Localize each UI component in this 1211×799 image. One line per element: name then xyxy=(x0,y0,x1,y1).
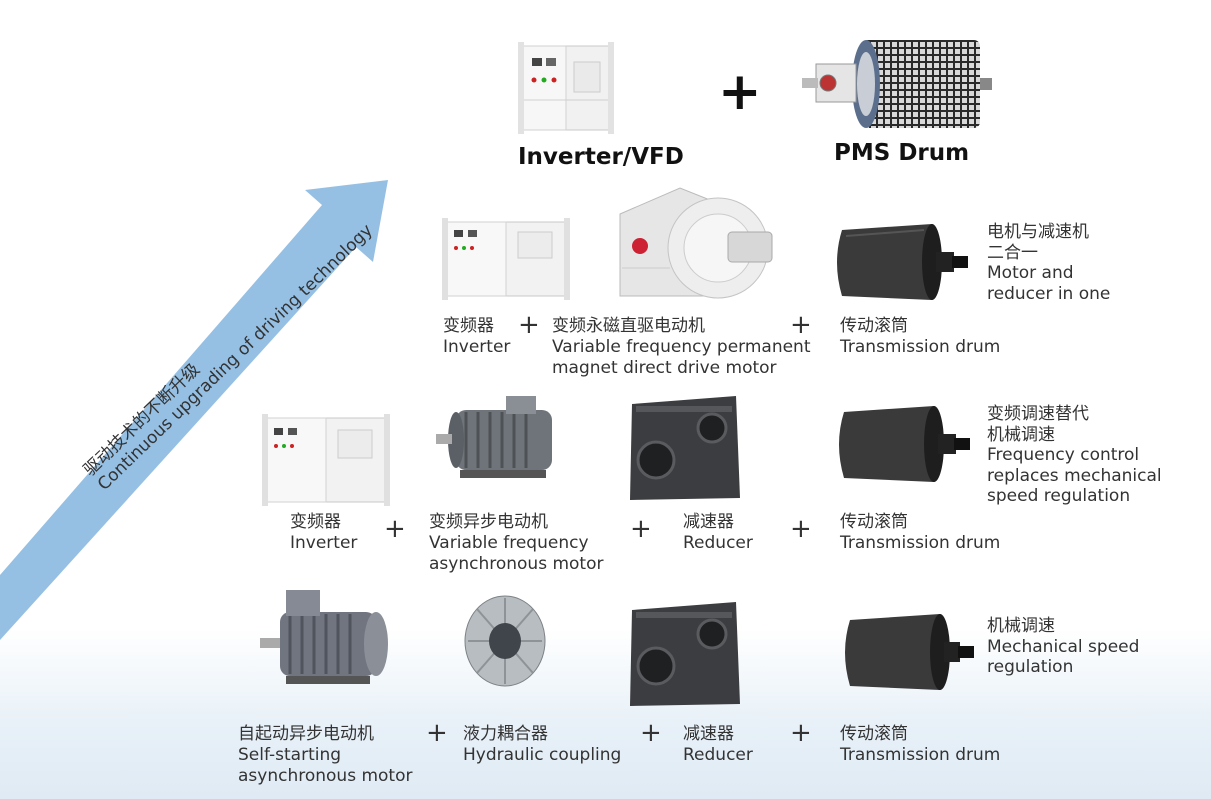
row2-note-line5: speed regulation xyxy=(987,486,1131,506)
pms-drum-caption: PMS Drum xyxy=(834,140,970,166)
row2-inverter-image xyxy=(262,414,390,506)
row1-item2-zh: 变频永磁直驱电动机 xyxy=(552,316,705,336)
row1-item2-label: 变频永磁直驱电动机 Variable frequency permanent m… xyxy=(552,316,811,379)
row3-item2-en: Hydraulic coupling xyxy=(463,745,622,765)
row2-reducer-image xyxy=(630,396,740,500)
row1-inverter-image xyxy=(442,218,570,300)
row3-note-line2: Mechanical speed xyxy=(987,636,1140,657)
row1-note-line4: reducer in one xyxy=(987,283,1111,304)
row3-item4-zh: 传动滚筒 xyxy=(840,724,908,744)
row1-plus-icon-1: + xyxy=(518,310,540,340)
row1-item2-en-line2: magnet direct drive motor xyxy=(552,358,777,378)
hydraulic-coupling-image xyxy=(464,595,546,687)
row2-note-line4: replaces mechanical xyxy=(987,465,1162,486)
row2-item2-label: 变频异步电动机 Variable frequency asynchronous … xyxy=(429,512,603,575)
row1-note: 电机与减速机 二合一 Motor and reducer in one xyxy=(987,222,1110,304)
row2-item1-en: Inverter xyxy=(290,533,358,553)
row3-plus-icon-1: + xyxy=(426,718,448,748)
row2-note-line1: 变频调速替代 xyxy=(987,404,1089,424)
top-plus-icon: + xyxy=(718,62,762,122)
row1-note-line2: 二合一 xyxy=(987,242,1038,263)
upgrade-arrow xyxy=(0,180,388,640)
row1-item3-label: 传动滚筒 Transmission drum xyxy=(840,316,1000,358)
row1-note-line1: 电机与减速机 xyxy=(987,222,1089,242)
row3-item3-label: 减速器 Reducer xyxy=(683,724,753,766)
row3-item1-en-line1: Self-starting xyxy=(238,745,342,765)
row3-note: 机械调速 Mechanical speed regulation xyxy=(987,616,1139,678)
row3-item3-en: Reducer xyxy=(683,745,753,765)
row2-item4-en: Transmission drum xyxy=(840,533,1001,553)
row3-plus-icon-3: + xyxy=(790,718,812,748)
row1-note-line3: Motor and xyxy=(987,263,1074,283)
row2-item4-label: 传动滚筒 Transmission drum xyxy=(840,512,1000,554)
pms-drum-image xyxy=(802,40,992,128)
row2-plus-icon-3: + xyxy=(790,514,812,544)
row2-transmission-drum-image xyxy=(839,406,970,482)
row1-item1-zh: 变频器 xyxy=(443,316,494,336)
row2-item4-zh: 传动滚筒 xyxy=(840,512,908,532)
row3-plus-icon-2: + xyxy=(640,718,662,748)
background-fade xyxy=(0,629,1211,799)
row1-item1-label: 变频器 Inverter xyxy=(443,316,510,358)
row2-item2-en-line2: asynchronous motor xyxy=(429,554,604,574)
row3-item2-zh: 液力耦合器 xyxy=(463,724,548,744)
row2-note: 变频调速替代 机械调速 Frequency control replaces m… xyxy=(987,404,1162,507)
row1-plus-icon-2: + xyxy=(790,310,812,340)
row3-item1-en-line2: asynchronous motor xyxy=(238,766,413,786)
row1-item2-en-line1: Variable frequency permanent xyxy=(552,337,811,357)
row2-item1-zh: 变频器 xyxy=(290,512,341,532)
row2-item2-en-line1: Variable frequency xyxy=(429,533,589,553)
inverter-vfd-caption: Inverter/VFD xyxy=(518,144,684,170)
row3-item1-zh: 自起动异步电动机 xyxy=(238,724,374,744)
row3-note-line1: 机械调速 xyxy=(987,616,1055,636)
row3-item4-en: Transmission drum xyxy=(840,745,1001,765)
row3-transmission-drum-image xyxy=(845,614,974,690)
row3-item1-label: 自起动异步电动机 Self-starting asynchronous moto… xyxy=(238,724,412,787)
row3-reducer-image xyxy=(630,602,740,706)
row3-note-line3: regulation xyxy=(987,657,1074,677)
upgrade-arrow-shape xyxy=(0,180,388,640)
row3-item4-label: 传动滚筒 Transmission drum xyxy=(840,724,1000,766)
row2-item3-label: 减速器 Reducer xyxy=(683,512,753,554)
self-starting-motor-image xyxy=(260,590,388,684)
row3-item2-label: 液力耦合器 Hydraulic coupling xyxy=(463,724,621,766)
inverter-cabinet-image xyxy=(518,42,614,134)
vf-async-motor-image xyxy=(436,396,552,478)
row2-item3-en: Reducer xyxy=(683,533,753,553)
row2-note-line3: Frequency control xyxy=(987,445,1140,465)
row1-item1-en: Inverter xyxy=(443,337,511,357)
pm-direct-drive-motor-image xyxy=(619,187,773,299)
row3-item3-zh: 减速器 xyxy=(683,724,734,744)
row2-item2-zh: 变频异步电动机 xyxy=(429,512,548,532)
row2-item1-label: 变频器 Inverter xyxy=(290,512,357,554)
row2-item3-zh: 减速器 xyxy=(683,512,734,532)
row2-plus-icon-1: + xyxy=(384,514,406,544)
row1-item3-zh: 传动滚筒 xyxy=(840,316,908,336)
row1-transmission-drum-image xyxy=(837,224,968,300)
row2-plus-icon-2: + xyxy=(630,514,652,544)
row2-note-line2: 机械调速 xyxy=(987,424,1055,445)
row1-item3-en: Transmission drum xyxy=(840,337,1001,357)
